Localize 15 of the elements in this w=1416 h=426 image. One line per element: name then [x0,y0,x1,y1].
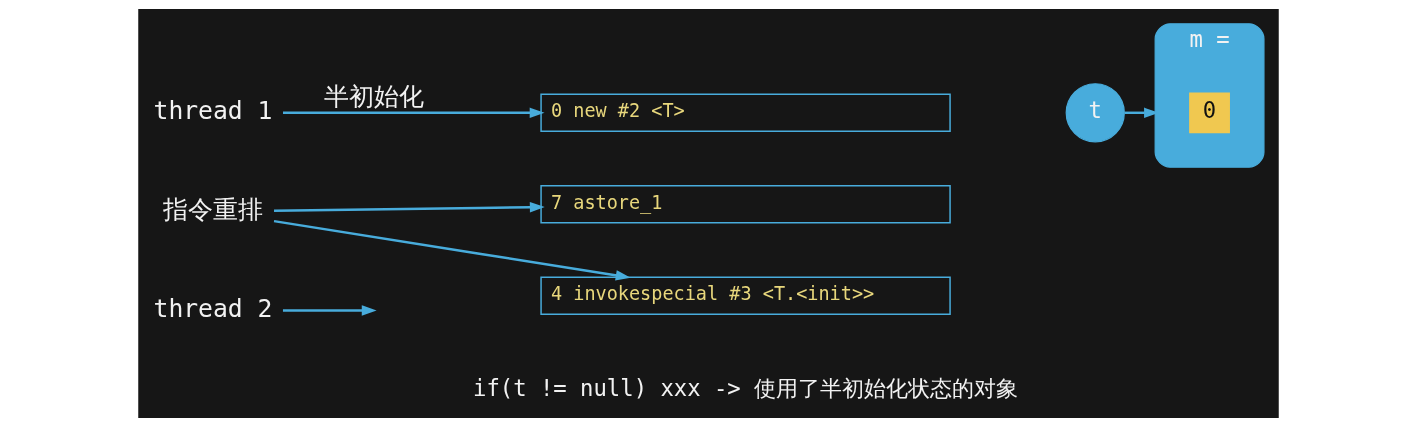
arrow [282,304,377,316]
node-box: 0 [1188,91,1230,133]
arrow [1124,107,1159,118]
node-text: 指令重排 [162,194,263,224]
node-circle: t [1065,82,1125,142]
node-box: 7 astore_1 [539,184,951,223]
node-box: 4 invokespecial #3 <T.<init>> [539,275,951,315]
node-box: 0 new #2 <T> [539,93,951,132]
label: if(t != null) xxx -> 使用了半初始化状态的对象 [472,374,1018,401]
arrow [273,219,631,280]
node-text: thread 1 [153,95,272,125]
arrow [273,201,545,212]
arrow [282,107,545,118]
node-text: thread 2 [153,293,272,323]
edge-label: 半初始化 [323,81,424,111]
